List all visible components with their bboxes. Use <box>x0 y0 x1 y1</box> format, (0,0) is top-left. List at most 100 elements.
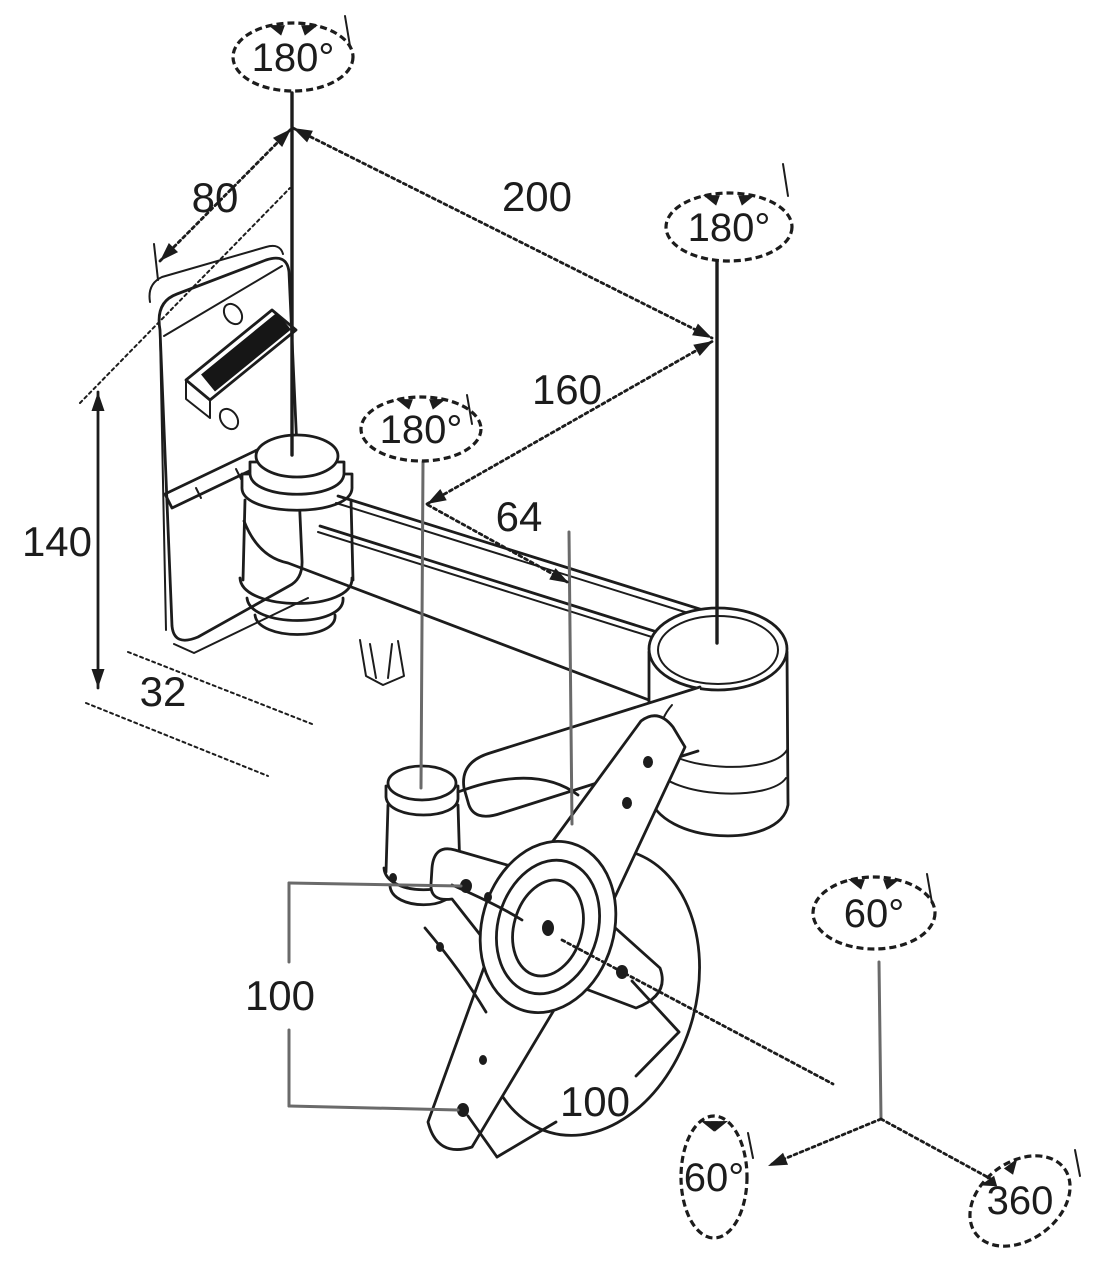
plate-dot-3 <box>479 1055 487 1065</box>
head-pivot-axis-line <box>419 460 425 790</box>
mount-holes <box>389 756 653 1117</box>
rotation-swivel-360: 360 <box>968 1149 1081 1248</box>
rotation-head-pivot: 180° <box>359 393 483 463</box>
upper-arm <box>242 494 708 710</box>
dim-140-arrow-top <box>91 392 105 411</box>
upper-arm-rear-edge <box>336 494 708 613</box>
rotation-label: 60° <box>684 1156 745 1200</box>
plate-lower-slot-hatch <box>195 468 242 499</box>
plate-screw-hole-bottom <box>218 407 240 431</box>
rotation-label: 180° <box>252 36 335 80</box>
rotation-ellipse-icon <box>968 1154 1072 1248</box>
rotation-label: 180° <box>688 206 771 250</box>
rotation-tail-tick <box>782 163 789 197</box>
plate-boss-side <box>185 379 211 419</box>
wall-plate <box>148 244 309 654</box>
dim-200-line <box>291 126 714 340</box>
axes-branch-right <box>879 1117 993 1181</box>
plate-boss-outline <box>184 308 298 402</box>
dim-140-ext-top <box>79 187 291 404</box>
rotation-label: 180° <box>380 408 463 452</box>
plate-dot-1 <box>484 892 492 902</box>
axes-branch-left-arrow <box>765 1152 789 1173</box>
rotation-ellipse-icon <box>231 21 355 93</box>
dim-label-vesa-horizontal: 100 <box>560 1078 630 1125</box>
rotation-label: 60° <box>844 892 905 936</box>
axes-branch-left <box>770 1117 883 1166</box>
dim-100-vertical: 100 <box>245 881 463 1112</box>
dim-100v-top <box>287 881 463 888</box>
rotation-tail-tick <box>747 1132 754 1159</box>
head-bracket <box>423 776 580 1014</box>
rotation-axes-glyph <box>765 960 993 1181</box>
plate-slot <box>201 312 291 392</box>
dim-100h-tick-a <box>466 1114 499 1159</box>
dim-label-head-offset: 64 <box>496 493 543 540</box>
wall-pivot-joint <box>238 433 355 636</box>
pivot1-flange-2 <box>245 596 345 622</box>
plate-screw-hole-top <box>222 302 244 326</box>
tilt-leader-line <box>560 938 835 1086</box>
dim-label-plate-height: 140 <box>22 518 92 565</box>
dim-label-plate-width: 80 <box>192 174 239 221</box>
rotation-tail-tick <box>344 15 351 47</box>
wall-plate-back-edge <box>148 244 284 303</box>
upper-arm-bottom-edge <box>242 519 672 710</box>
bracket-top-sweep <box>456 776 580 797</box>
axes-stem <box>877 960 883 1121</box>
dim-100h-line-b <box>634 1030 681 1078</box>
rotation-wall-pivot: 180° <box>231 15 355 93</box>
cable-clip <box>359 639 405 686</box>
rotation-indicators: 180° 180° 180° 60° 6 <box>231 15 1081 1248</box>
rotation-ellipse-icon <box>359 395 483 463</box>
dimension-lines: 80 200 160 64 140 32 100 <box>22 91 993 1181</box>
vesa-hole-top-left <box>460 879 472 893</box>
rotation-label: 360 <box>987 1179 1054 1223</box>
wall-plate-left-edge-inner <box>159 333 167 631</box>
rotation-tilt-side: 60° <box>679 1114 754 1240</box>
mount-structure <box>148 244 790 1151</box>
pivot1-cap-top <box>254 433 340 479</box>
rotation-tail-tick <box>466 394 473 425</box>
dim-140-ext-bottom <box>85 702 269 777</box>
bracket-mid-sweep <box>450 883 524 922</box>
dim-label-plate-bottom-offset: 32 <box>140 668 187 715</box>
tilt-hub <box>478 840 618 1014</box>
rotation-tail-tick <box>1074 1149 1081 1177</box>
dim-label-vesa-vertical: 100 <box>245 972 315 1019</box>
dim-label-upper-arm: 200 <box>502 173 572 220</box>
wall-plate-top-edge-inner <box>163 265 283 337</box>
upper-arm-rear-edge2 <box>335 502 705 619</box>
vesa-hole-bottom-left <box>457 1103 469 1117</box>
rotation-ellipse-icon <box>664 191 794 263</box>
arm-hole-2 <box>643 756 653 768</box>
dim-140-arrow-bottom <box>91 669 105 688</box>
dim-100h-line-a <box>495 1120 558 1159</box>
rotation-ellipse-icon <box>679 1114 749 1240</box>
upper-arm-front-edge <box>318 524 694 645</box>
lower-arm-band <box>462 685 702 818</box>
dim-80-tick <box>153 243 159 281</box>
plate-dot-2 <box>436 942 444 952</box>
dim-100h-tick-b <box>630 979 681 1034</box>
pivot1-flange-3 <box>253 613 337 636</box>
dim-160-line <box>425 339 715 506</box>
dim-160-arrow-left <box>423 488 447 510</box>
rotation-tail-tick <box>926 873 933 904</box>
upper-arm-front-edge2 <box>317 531 691 650</box>
rotation-tilt-top: 60° <box>811 873 937 951</box>
head-offset-axis-line <box>567 530 574 826</box>
rotation-elbow: 180° <box>664 163 794 263</box>
hub-center-hole <box>542 920 554 936</box>
dim-100v-bottom <box>287 1104 460 1112</box>
bracket-lower-edge <box>423 926 488 1014</box>
dim-32-ext <box>127 651 313 725</box>
dim-64-line <box>426 503 571 585</box>
bracket-dot <box>389 873 397 883</box>
dim-80-line <box>158 127 293 263</box>
arm-hole-1 <box>622 797 632 809</box>
pivot1-body <box>241 498 355 582</box>
rotation-ellipse-icon <box>811 875 937 951</box>
pivot1-flange-1 <box>238 576 354 605</box>
